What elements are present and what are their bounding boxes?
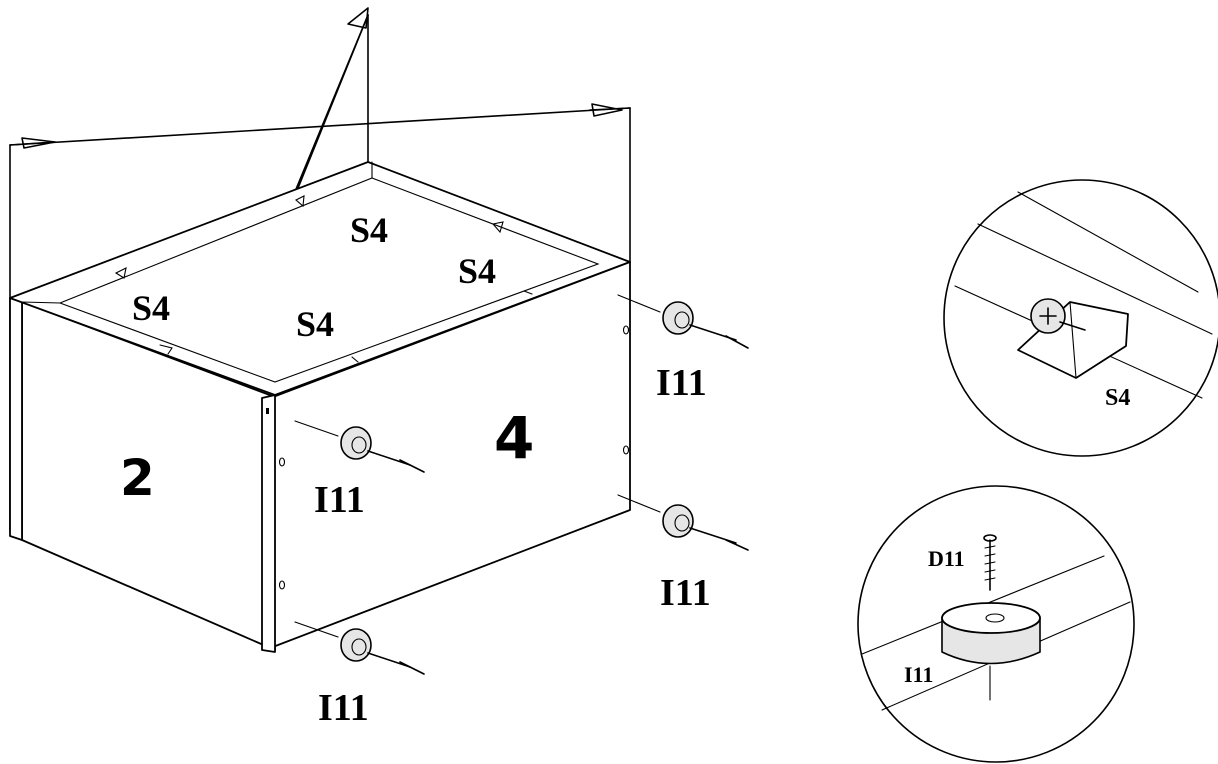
- label-i11: I11: [318, 687, 369, 729]
- foot-right-top: [617, 294, 749, 349]
- foot-left-top: [294, 420, 425, 473]
- label-i11: I11: [314, 479, 365, 521]
- foot-left-bottom: [294, 621, 425, 675]
- label-s4: S4: [458, 251, 496, 291]
- label-s4: S4: [296, 304, 334, 344]
- detail-label-d11: D11: [928, 546, 965, 571]
- foot-right-bottom: [617, 494, 749, 551]
- detail-label-i11: I11: [904, 662, 933, 687]
- front-panel-4: [261, 261, 631, 653]
- label-i11: I11: [656, 362, 707, 404]
- panel-number-2: 2: [120, 449, 155, 507]
- label-s4: S4: [350, 210, 388, 250]
- detail-bracket: S4: [943, 179, 1218, 457]
- panel-number-4: 4: [494, 404, 534, 472]
- label-s4: S4: [132, 288, 170, 328]
- bracket-marks: [114, 195, 533, 363]
- detail-label-s4: S4: [1105, 385, 1130, 411]
- label-i11: I11: [660, 572, 711, 614]
- detail-foot: D11 I11: [857, 485, 1135, 763]
